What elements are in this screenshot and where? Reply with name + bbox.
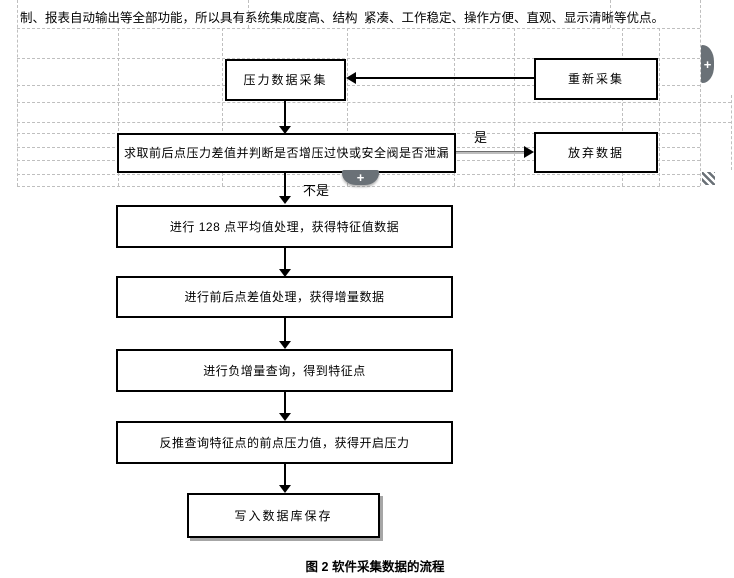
plus-icon: +	[703, 56, 712, 72]
gridline	[17, 28, 700, 29]
arrow-judge-to-discard	[456, 151, 526, 154]
no-branch-label: 不是	[303, 183, 330, 198]
gridline	[17, 122, 731, 123]
gridline	[17, 102, 731, 103]
insert-handle-right[interactable]: +	[701, 45, 714, 83]
insert-handle-bottom[interactable]: +	[342, 170, 379, 185]
arrowhead-down-icon	[279, 269, 291, 277]
gridline	[700, 0, 701, 186]
gridline	[248, 0, 249, 28]
gridline	[622, 28, 623, 186]
flowchart-box-discard[interactable]: 放弃数据	[534, 132, 658, 173]
arrow-recollect-to-collect	[356, 77, 534, 79]
flowchart-box-neg-query[interactable]: 进行负增量查询，得到特征点	[116, 349, 453, 392]
gridline	[514, 28, 515, 186]
arrow-average-to-delta	[284, 248, 286, 270]
arrowhead-down-icon	[279, 413, 291, 421]
yes-branch-label: 是	[474, 130, 488, 145]
arrowhead-down-icon	[279, 126, 291, 134]
gridline	[118, 28, 119, 186]
gridline	[17, 186, 700, 187]
arrow-neg-query-to-back-query	[284, 392, 286, 414]
flowchart-box-judge[interactable]: 求取前后点压力差值并判断是否增压过快或安全阀是否泄漏	[117, 133, 456, 173]
flowchart-box-back-query[interactable]: 反推查询特征点的前点压力值，获得开启压力	[116, 421, 453, 464]
flowchart-box-delta[interactable]: 进行前后点差值处理，获得增量数据	[116, 276, 453, 318]
plus-icon: +	[356, 170, 365, 185]
gridline	[17, 85, 700, 86]
arrowhead-left-icon	[346, 72, 356, 84]
gridline	[610, 0, 611, 28]
gridline	[347, 28, 348, 186]
table-resize-handle-icon[interactable]	[702, 172, 715, 185]
flowchart-box-collect[interactable]: 压力数据采集	[225, 59, 346, 101]
arrowhead-down-icon	[279, 341, 291, 349]
arrowhead-down-icon	[279, 196, 291, 204]
arrow-back-query-to-save	[284, 464, 286, 486]
flowchart-box-recollect[interactable]: 重新采集	[534, 58, 658, 100]
gridline	[17, 0, 18, 186]
gridline	[17, 58, 700, 59]
body-text-left[interactable]: 制、报表自动输出等全部功能，所以具有系统集成度高、结构	[20, 11, 358, 25]
arrow-delta-to-neg-query	[284, 318, 286, 342]
flowchart-box-save[interactable]: 写入数据库保存	[187, 493, 380, 538]
gridline	[454, 28, 455, 186]
flowchart-box-average[interactable]: 进行 128 点平均值处理，获得特征值数据	[116, 205, 453, 248]
arrow-collect-to-judge	[284, 101, 286, 127]
gridline	[659, 28, 660, 186]
arrow-judge-to-average	[284, 173, 286, 197]
body-text-right[interactable]: 紧凑、工作稳定、操作方便、直观、显示清晰等优点。	[364, 11, 665, 25]
gridline	[731, 95, 732, 170]
gridline	[222, 28, 223, 186]
arrowhead-down-icon	[279, 485, 291, 493]
figure-caption[interactable]: 图 2 软件采集数据的流程	[305, 560, 445, 574]
arrowhead-right-icon	[524, 146, 534, 158]
